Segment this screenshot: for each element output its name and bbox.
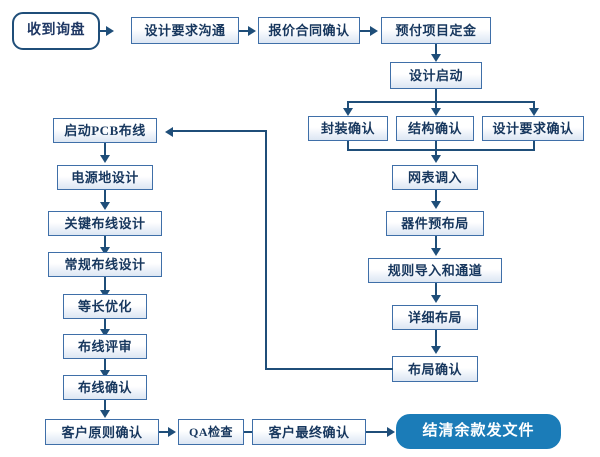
line-split-to-package	[347, 101, 349, 111]
arrow-design-comm-to-quote	[248, 26, 256, 36]
arrow-split-to-design-req	[529, 108, 539, 116]
node-routing-confirmation[interactable]: 布线确认	[63, 375, 147, 400]
line-preplacement-to-rules	[435, 236, 437, 250]
node-design-requirement-confirmation[interactable]: 设计要求确认	[482, 116, 584, 141]
node-customer-final-confirmation[interactable]: 客户最终确认	[252, 419, 366, 445]
node-detailed-layout[interactable]: 详细布局	[392, 305, 478, 330]
line-structure-to-merge	[435, 141, 437, 151]
line-split-to-design-req	[533, 101, 535, 111]
node-length-matching-optimization[interactable]: 等长优化	[63, 294, 147, 319]
node-prepay-project-deposit[interactable]: 预付项目定金	[381, 17, 491, 44]
arrow-merge-to-netlist	[431, 155, 441, 163]
node-design-kickoff[interactable]: 设计启动	[390, 62, 482, 89]
arrow-rules-to-detailed-layout	[431, 295, 441, 303]
arrow-start-to-design-comm	[106, 26, 114, 36]
arrow-feedback-to-start-routing	[165, 127, 173, 137]
line-routing-confirm-to-customer-principle	[104, 400, 106, 412]
bus-merge-horizontal	[347, 149, 535, 151]
bus-split-horizontal	[347, 101, 535, 103]
arrow-deposit-to-design-start	[431, 54, 441, 62]
node-critical-routing-design[interactable]: 关键布线设计	[48, 211, 162, 236]
node-qa-inspection[interactable]: QA检查	[178, 419, 244, 445]
arrow-split-to-package	[343, 108, 353, 116]
line-design-req-to-merge	[533, 141, 535, 151]
line-quote-to-deposit	[360, 30, 372, 32]
node-package-confirmation[interactable]: 封装确认	[308, 116, 388, 141]
arrow-detailed-layout-to-layout-confirm	[431, 346, 441, 354]
node-layout-confirmation[interactable]: 布局确认	[392, 356, 478, 382]
line-power-to-critical	[104, 190, 106, 204]
line-feedback-vertical	[265, 130, 267, 370]
arrow-split-to-structure	[431, 108, 441, 116]
line-start-to-design-comm	[100, 30, 108, 32]
line-regular-to-length-match	[104, 277, 106, 292]
arrow-length-match-to-review	[100, 329, 110, 337]
line-length-match-to-review	[104, 319, 106, 331]
node-routing-review[interactable]: 布线评审	[63, 334, 147, 359]
arrow-quote-to-deposit	[370, 26, 378, 36]
node-component-preplacement[interactable]: 器件预布局	[386, 211, 484, 236]
arrow-critical-to-regular	[100, 247, 110, 255]
node-quotation-contract-confirmation[interactable]: 报价合同确认	[258, 17, 360, 44]
line-feedback-horizontal-bottom	[265, 368, 393, 370]
node-rule-import-and-channel[interactable]: 规则导入和通道	[368, 258, 502, 283]
node-structure-confirmation[interactable]: 结构确认	[396, 116, 474, 141]
line-critical-to-regular	[104, 236, 106, 249]
line-deposit-to-design-start	[435, 44, 437, 56]
line-final-confirm-to-settlement	[366, 431, 390, 433]
line-package-to-merge	[347, 141, 349, 151]
node-start-pcb-routing[interactable]: 启动PCB布线	[53, 118, 157, 143]
node-settle-balance-deliver-files[interactable]: 结清余款发文件	[396, 414, 561, 449]
arrow-routing-confirm-to-customer-principle	[100, 410, 110, 418]
line-qa-to-final-confirm	[244, 431, 255, 433]
line-routing-to-power-ground	[104, 143, 106, 157]
arrow-power-to-critical	[100, 202, 110, 210]
line-split-to-structure	[435, 101, 437, 111]
arrow-final-confirm-to-settlement	[387, 427, 395, 437]
node-customer-principle-confirmation[interactable]: 客户原则确认	[45, 419, 159, 445]
node-design-requirement-communication[interactable]: 设计要求沟通	[131, 17, 239, 44]
line-netlist-to-preplacement	[435, 190, 437, 203]
arrow-netlist-to-preplacement	[431, 201, 441, 209]
line-rules-to-detailed-layout	[435, 283, 437, 297]
arrow-preplacement-to-rules	[431, 248, 441, 256]
node-start-inquiry-received[interactable]: 收到询盘	[12, 12, 100, 50]
line-review-to-routing-confirm	[104, 359, 106, 372]
node-power-ground-design[interactable]: 电源地设计	[57, 165, 153, 190]
line-design-comm-to-quote	[239, 30, 250, 32]
line-principle-to-qa	[159, 431, 170, 433]
node-regular-routing-design[interactable]: 常规布线设计	[48, 252, 162, 277]
line-detailed-layout-to-layout-confirm	[435, 330, 437, 348]
line-merge-to-netlist	[435, 149, 437, 157]
arrow-review-to-routing-confirm	[100, 370, 110, 378]
arrow-routing-to-power-ground	[100, 155, 110, 163]
arrow-principle-to-qa	[168, 427, 176, 437]
line-feedback-horizontal-top	[173, 130, 267, 132]
line-design-start-down	[435, 89, 437, 103]
node-netlist-import[interactable]: 网表调入	[392, 165, 478, 190]
